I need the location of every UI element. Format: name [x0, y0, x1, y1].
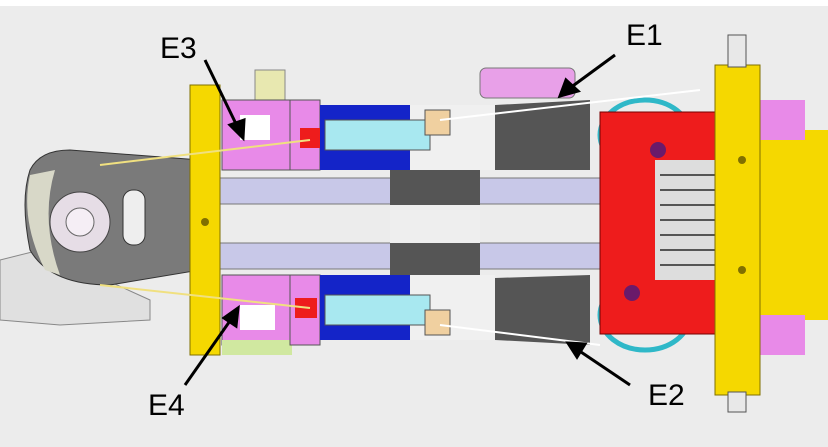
red-carriage — [597, 97, 731, 353]
upper-actuator — [221, 67, 590, 171]
gimbal-arm — [0, 149, 201, 326]
lower-actuator — [221, 274, 590, 355]
callout-arrows — [183, 53, 631, 387]
label-e2: E2 — [648, 379, 685, 412]
label-e4: E4 — [148, 389, 185, 422]
label-e1: E1 — [626, 19, 663, 52]
right-body — [760, 130, 828, 320]
label-e3: E3 — [160, 32, 197, 65]
right-plate — [714, 64, 761, 396]
